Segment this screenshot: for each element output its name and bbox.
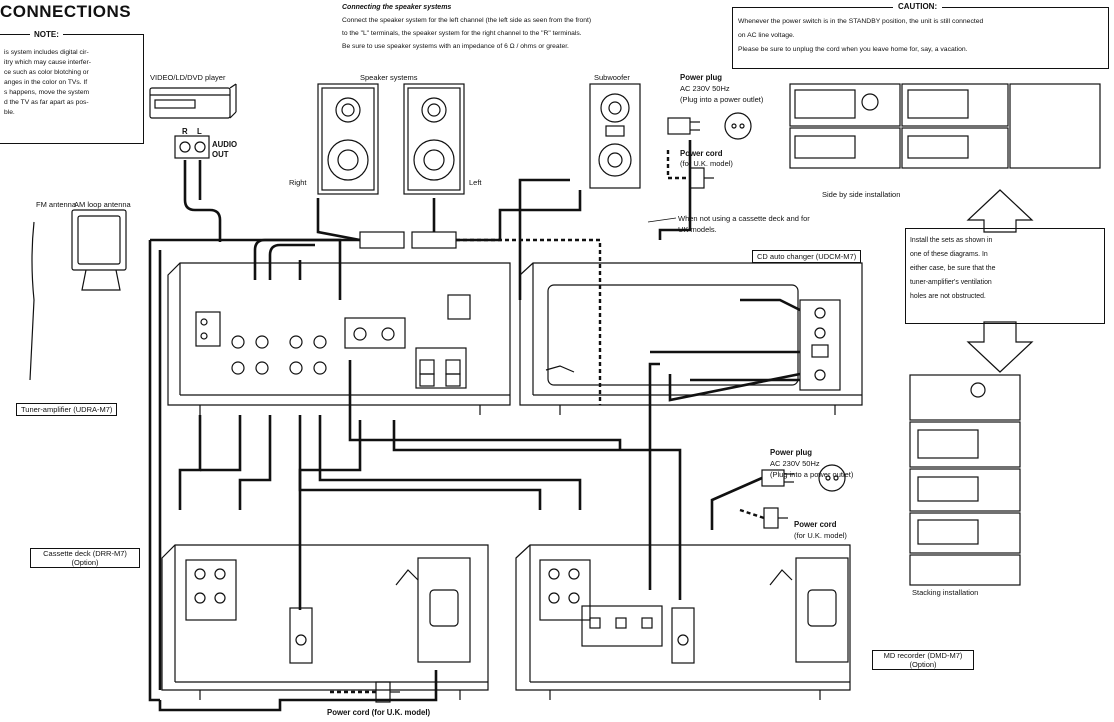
extension-plug-2 [411, 231, 457, 249]
note-box [0, 34, 144, 144]
left-speaker [403, 83, 465, 195]
install-note-line: tuner-amplifier's ventilation [910, 279, 992, 286]
dotted-cord-mid [739, 508, 765, 520]
ac-mid-label: AC 230V 50Hz [770, 459, 820, 468]
subwoofer-unit [589, 83, 641, 189]
side-by-side-label: Side by side installation [822, 190, 901, 199]
cable-set [148, 140, 801, 712]
md-label-box: MD recorder (DMD-M7) (Option) [872, 650, 974, 670]
extension-plug-1 [359, 231, 405, 249]
power-plug-top-label: Power plug [680, 73, 723, 82]
audio-out-jack-panel [174, 135, 210, 159]
subwoofer-label: Subwoofer [594, 73, 630, 82]
caution-title: CAUTION: [893, 2, 943, 11]
uk-plug-mid-icon [763, 507, 788, 529]
md-label: MD recorder (DMD-M7) [883, 651, 963, 660]
page-heading: CONNECTIONS [0, 2, 132, 21]
note-line: ble. [4, 109, 15, 116]
note-line: d the TV as far apart as pos- [4, 99, 89, 106]
install-note-line: one of these diagrams. In [910, 251, 988, 258]
video-player-label: VIDEO/LD/DVD player [150, 73, 226, 82]
speaker-connect-line: Connect the speaker system for the left … [342, 17, 592, 24]
install-note-box [905, 228, 1105, 324]
tuner-amplifier-unit [167, 262, 511, 415]
install-note-line: holes are not obstructed. [910, 293, 986, 300]
video-player-unit [149, 83, 237, 119]
cassette-label-box: Cassette deck (DRR-M7) (Option) [30, 548, 140, 568]
power-cord-bottom-label: Power cord (for U.K. model) [327, 708, 431, 717]
right-label: Right [289, 178, 307, 187]
ac-top-label: AC 230V 50Hz [680, 84, 730, 93]
note-line: itry which may cause interfer- [4, 59, 91, 66]
tuner-label: Tuner-amplifier (UDRA-M7) [16, 403, 118, 416]
speaker-connect-line: to the "L" terminals, the speaker system… [342, 30, 582, 37]
speaker-connect-title: Connecting the speaker systems [342, 4, 452, 11]
install-note-line: either case, be sure that the [910, 265, 996, 272]
cassette-label: Cassette deck (DRR-M7) [43, 549, 127, 558]
cassette-deck-unit [161, 544, 489, 700]
power-cord-mid-label: Power cord [794, 520, 837, 529]
audio-out-label: AUDIO [212, 140, 238, 149]
dotted-cord-top [666, 150, 690, 180]
uk-plug-top-icon [689, 167, 714, 189]
stacking-label: Stacking installation [912, 588, 979, 597]
power-plug-mid-label: Power plug [770, 448, 813, 457]
note-title: NOTE: [30, 30, 63, 39]
stacking-installation [909, 374, 1021, 586]
speaker-systems-label: Speaker systems [360, 73, 418, 82]
left-label: Left [469, 178, 482, 187]
power-plug-top-icon [667, 112, 752, 140]
down-arrow-icon [966, 321, 1034, 373]
fm-antenna-label: FM antenna [36, 200, 77, 209]
uk-mid-label: (for U.K. model) [794, 531, 847, 540]
caution-line: on AC line voltage. [738, 32, 795, 39]
cassette-option-label: (Option) [71, 558, 99, 567]
audio-l-label: L [197, 127, 202, 136]
right-speaker [317, 83, 379, 195]
md-option-label: (Option) [909, 660, 937, 669]
dotted-cable-uk [456, 238, 602, 405]
note-line: ce such as color blotching or [4, 69, 89, 76]
note-line: s happens, move the system [4, 89, 90, 96]
note-line: is system includes digital cir- [4, 49, 89, 56]
note-line: anges in the color on TVs. If [4, 79, 88, 86]
caution-line: Please be sure to unplug the cord when y… [738, 46, 968, 53]
am-antenna-label: AM loop antenna [74, 200, 131, 209]
not-using-label: When not using a cassette deck and for [678, 214, 810, 223]
side-by-side-installation [789, 83, 1101, 169]
uk-top-label: (for U.K. model) [680, 159, 733, 168]
md-recorder-unit [515, 544, 851, 700]
caution-line: Whenever the power switch is in the STAN… [738, 18, 984, 25]
power-cord-top-label: Power cord [680, 149, 723, 158]
plug-into-top-label: (Plug into a power outlet) [680, 95, 764, 104]
am-loop-antenna [71, 209, 127, 291]
cd-changer-unit [519, 262, 863, 415]
uk-models-label: UK models. [678, 225, 717, 234]
cd-changer-label: CD auto changer (UDCM-M7) [752, 250, 862, 263]
plug-into-mid-label: (Plug into a power outlet) [770, 470, 854, 479]
audio-r-label: R [182, 127, 188, 136]
up-arrow-icon [966, 189, 1034, 233]
fm-antenna-wire [29, 221, 35, 381]
audio-out-label-2: OUT [212, 150, 229, 159]
speaker-connect-line: Be sure to use speaker systems with an i… [342, 43, 569, 50]
install-note-line: Install the sets as shown in [910, 237, 993, 244]
